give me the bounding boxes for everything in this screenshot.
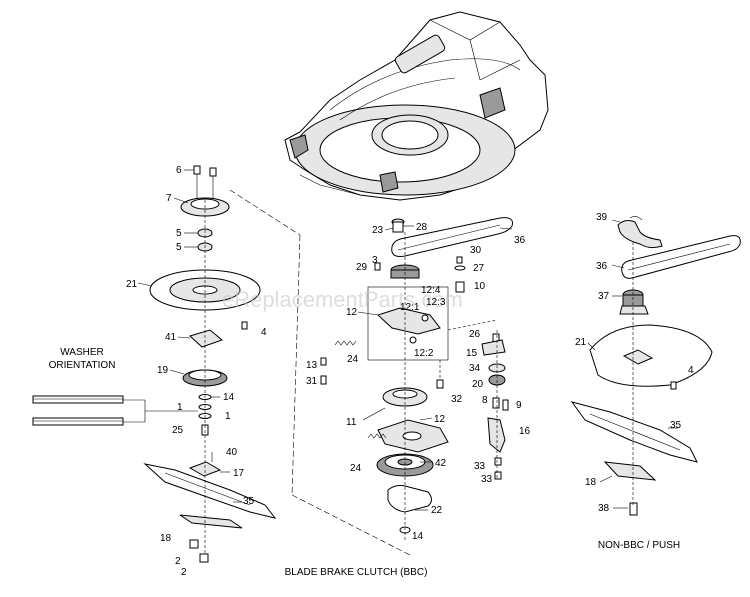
callout-36: 36 — [514, 235, 526, 246]
callout-27: 27 — [473, 263, 485, 274]
callout-labels: 6 7 5 5 21 4 41 19 14 1 1 25 40 17 35 18… — [126, 165, 694, 578]
callout-11: 11 — [346, 417, 357, 428]
callout-29: 29 — [356, 262, 368, 273]
callout-5: 5 — [176, 228, 182, 239]
callout-19: 19 — [157, 365, 169, 376]
callout-24: 24 — [347, 354, 359, 365]
callout-14: 14 — [412, 531, 424, 542]
callout-15: 15 — [466, 348, 478, 359]
watermark: eReplacementParts.com — [222, 287, 463, 312]
callout-32: 32 — [451, 394, 463, 405]
callout-1: 1 — [177, 402, 183, 413]
callout-36: 36 — [596, 261, 608, 272]
callout-17: 17 — [233, 468, 245, 479]
non-bbc-caption: NON-BBC / PUSH — [598, 540, 680, 551]
callout-12: 12 — [346, 307, 358, 318]
washer-orientation-detail — [32, 395, 198, 426]
bbc-assembly — [320, 217, 513, 540]
callout-10: 10 — [474, 281, 486, 292]
callout-2: 2 — [175, 556, 181, 567]
callout-5: 5 — [176, 242, 182, 253]
callout-41: 41 — [165, 332, 177, 343]
callout-20: 20 — [472, 379, 484, 390]
washer-orientation-caption-line2: ORIENTATION — [49, 360, 116, 371]
callout-21: 21 — [575, 337, 587, 348]
callout-18: 18 — [160, 533, 172, 544]
callout-4: 4 — [261, 327, 267, 338]
callout-23: 23 — [372, 225, 384, 236]
callout-33: 33 — [474, 461, 486, 472]
mower-deck — [284, 11, 549, 201]
callout-1: 1 — [225, 411, 231, 422]
washer-orientation-caption-line1: WASHER — [60, 347, 104, 358]
callout-38: 38 — [598, 503, 610, 514]
callout-40: 40 — [226, 447, 238, 458]
callout-3: 3 — [372, 255, 378, 266]
callout-12-3: 12:3 — [426, 297, 446, 308]
callout-2: 2 — [181, 567, 187, 578]
callout-24: 24 — [350, 463, 362, 474]
callout-13: 13 — [306, 360, 318, 371]
non-bbc-assembly — [570, 216, 741, 516]
callout-33: 33 — [481, 474, 493, 485]
callout-25: 25 — [172, 425, 184, 436]
callout-8: 8 — [482, 395, 488, 406]
callout-34: 34 — [469, 363, 481, 374]
callout-4: 4 — [688, 365, 694, 376]
callout-31: 31 — [306, 376, 318, 387]
callout-30: 30 — [470, 245, 482, 256]
callout-39: 39 — [596, 212, 608, 223]
callout-18: 18 — [585, 477, 597, 488]
callout-14: 14 — [223, 392, 235, 403]
callout-22: 22 — [431, 505, 443, 516]
callout-7: 7 — [166, 193, 172, 204]
callout-12: 12 — [434, 414, 446, 425]
callout-28: 28 — [416, 222, 428, 233]
callout-9: 9 — [516, 400, 522, 411]
left-assembly — [143, 165, 277, 563]
leader-lines — [137, 169, 678, 511]
callout-35: 35 — [243, 496, 255, 507]
callout-6: 6 — [176, 165, 182, 176]
callout-12-2: 12:2 — [414, 348, 434, 359]
callout-16: 16 — [519, 426, 531, 437]
callout-26: 26 — [469, 329, 481, 340]
callout-21: 21 — [126, 279, 138, 290]
callout-37: 37 — [598, 291, 610, 302]
callout-35: 35 — [670, 420, 682, 431]
bbc-caption: BLADE BRAKE CLUTCH (BBC) — [285, 567, 428, 578]
callout-42: 42 — [435, 458, 447, 469]
callout-12-1: 12:1 — [400, 302, 420, 313]
callout-12-4: 12:4 — [421, 285, 441, 296]
captions: WASHER ORIENTATION BLADE BRAKE CLUTCH (B… — [49, 347, 681, 578]
